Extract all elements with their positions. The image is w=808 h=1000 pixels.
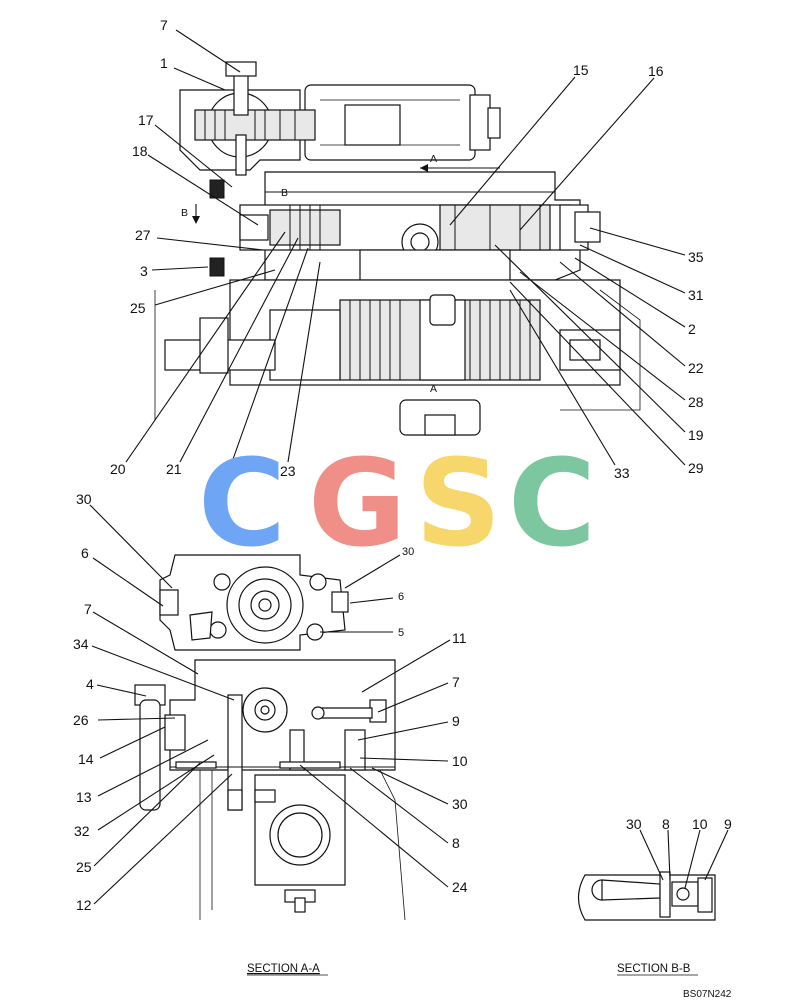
- upper-assembly-view: A A B B: [110, 17, 704, 481]
- section-bb-view: 30 8 10 9 SECTION B-B: [577, 816, 732, 976]
- callout-30-right: 30: [452, 796, 468, 812]
- callout-1: 1: [160, 55, 168, 71]
- callout-16: 16: [648, 63, 664, 79]
- callout-23: 23: [280, 463, 296, 479]
- watermark-letter-c2: C: [508, 435, 596, 574]
- callout-26: 26: [73, 712, 89, 728]
- callout-14: 14: [78, 751, 94, 767]
- callout-30-top-left: 30: [76, 491, 92, 507]
- callout-31: 31: [688, 287, 704, 303]
- section-a-arrow-label-top: A: [430, 153, 437, 165]
- callout-6-left: 6: [81, 545, 89, 561]
- callout-7-left: 7: [84, 601, 92, 617]
- section-bb-leader-lines: [639, 829, 729, 889]
- callout-32: 32: [74, 823, 90, 839]
- callout-8: 8: [452, 835, 460, 851]
- callout-3: 3: [140, 263, 148, 279]
- callout-24: 24: [452, 879, 468, 895]
- watermark-logo: C G S C: [198, 435, 596, 574]
- callout-30-top-right: 30: [402, 546, 414, 558]
- callout-34: 34: [73, 636, 89, 652]
- section-a-arrow-label-bottom: A: [430, 383, 437, 395]
- watermark-letter-g: G: [308, 435, 407, 574]
- callout-bb-9: 9: [724, 816, 732, 832]
- callout-7-right: 7: [452, 674, 460, 690]
- section-b-inner-label: B: [281, 187, 288, 199]
- watermark-letter-s: S: [415, 435, 501, 574]
- callout-20: 20: [110, 461, 126, 477]
- callout-29-left: 29: [223, 461, 239, 477]
- callout-35: 35: [688, 249, 704, 265]
- callout-25: 25: [130, 300, 146, 316]
- callout-18: 18: [132, 143, 148, 159]
- callout-2: 2: [688, 321, 696, 337]
- callout-27: 27: [135, 227, 151, 243]
- callout-12: 12: [76, 897, 92, 913]
- callout-5: 5: [398, 627, 404, 639]
- callout-bb-8: 8: [662, 816, 670, 832]
- section-aa-view: 30 6 30 6 5 7 34 11 4 7 26 9 14 10 13 30…: [73, 491, 468, 976]
- callout-28: 28: [688, 394, 704, 410]
- callout-11: 11: [452, 630, 467, 646]
- callout-22: 22: [688, 360, 704, 376]
- callout-6-right: 6: [398, 591, 404, 603]
- section-aa-leader-lines: [89, 504, 451, 905]
- callout-bb-30: 30: [626, 816, 642, 832]
- callout-10: 10: [452, 753, 468, 769]
- upper-leader-lines: [125, 29, 686, 466]
- callout-21: 21: [166, 461, 182, 477]
- callout-9: 9: [452, 713, 460, 729]
- callout-25-bottom: 25: [76, 859, 92, 875]
- section-bb-title: SECTION B-B: [617, 963, 691, 975]
- callout-19: 19: [688, 427, 704, 443]
- drawing-code: BS07N242: [683, 989, 732, 1000]
- callout-bb-10: 10: [692, 816, 708, 832]
- section-b-arrow-label: B: [181, 207, 188, 219]
- callout-7: 7: [160, 17, 168, 33]
- watermark-letter-c1: C: [198, 435, 286, 574]
- callout-13: 13: [76, 789, 92, 805]
- section-aa-title: SECTION A-A: [247, 963, 320, 975]
- callout-29-right: 29: [688, 460, 704, 476]
- callout-4: 4: [86, 676, 94, 692]
- callout-17: 17: [138, 112, 154, 128]
- callout-33: 33: [614, 465, 630, 481]
- callout-15: 15: [573, 62, 589, 78]
